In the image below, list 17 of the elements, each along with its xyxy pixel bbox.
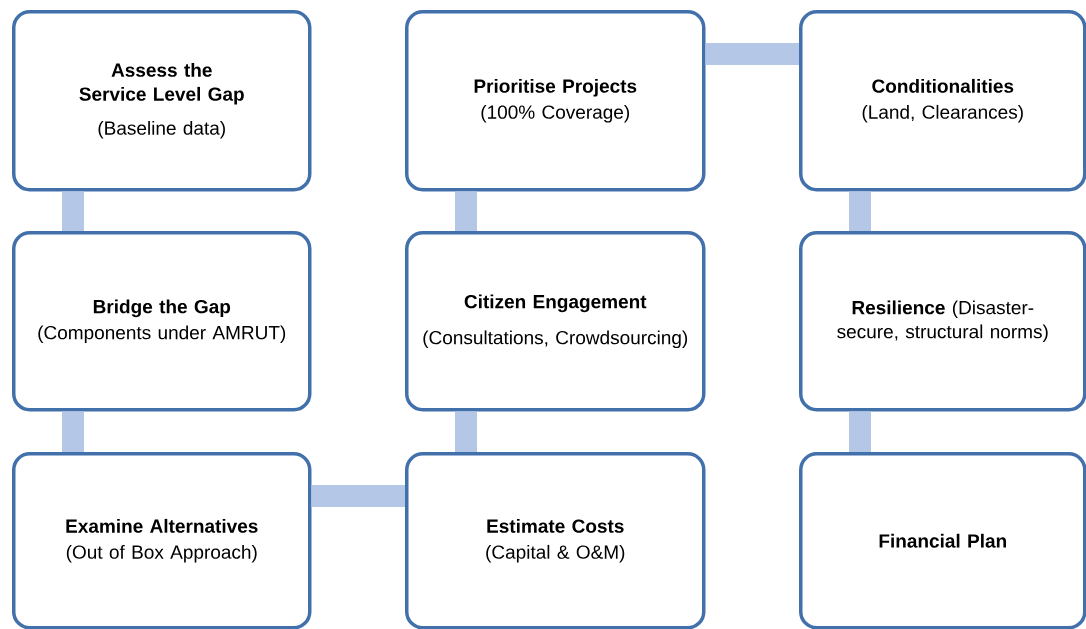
connector-bar <box>62 191 84 231</box>
process-box: Conditionalities (Land, Clearances) <box>799 10 1086 192</box>
connector-bar <box>455 191 477 231</box>
process-box: Prioritise Projects (100% Coverage) <box>405 10 706 192</box>
process-box: Bridge the Gap (Components under AMRUT) <box>12 231 312 412</box>
connector-bar <box>455 411 477 452</box>
connector-bar <box>311 485 405 507</box>
process-box: Assess the Service Level Gap (Baseline data) <box>12 10 312 192</box>
process-box: Resilience (Disaster-secure, structural norms) <box>799 231 1086 412</box>
connector-bar <box>62 411 84 452</box>
connector-bar <box>849 191 871 231</box>
connector-bar <box>849 411 871 452</box>
process-box: Financial Plan <box>799 452 1086 629</box>
process-box: Examine Alternatives (Out of Box Approach) <box>12 452 312 629</box>
process-box: Citizen Engagement (Consultations, Crowdsourcing) <box>405 231 706 412</box>
process-box: Estimate Costs (Capital & O&M) <box>405 452 706 629</box>
connector-bar <box>705 43 799 65</box>
